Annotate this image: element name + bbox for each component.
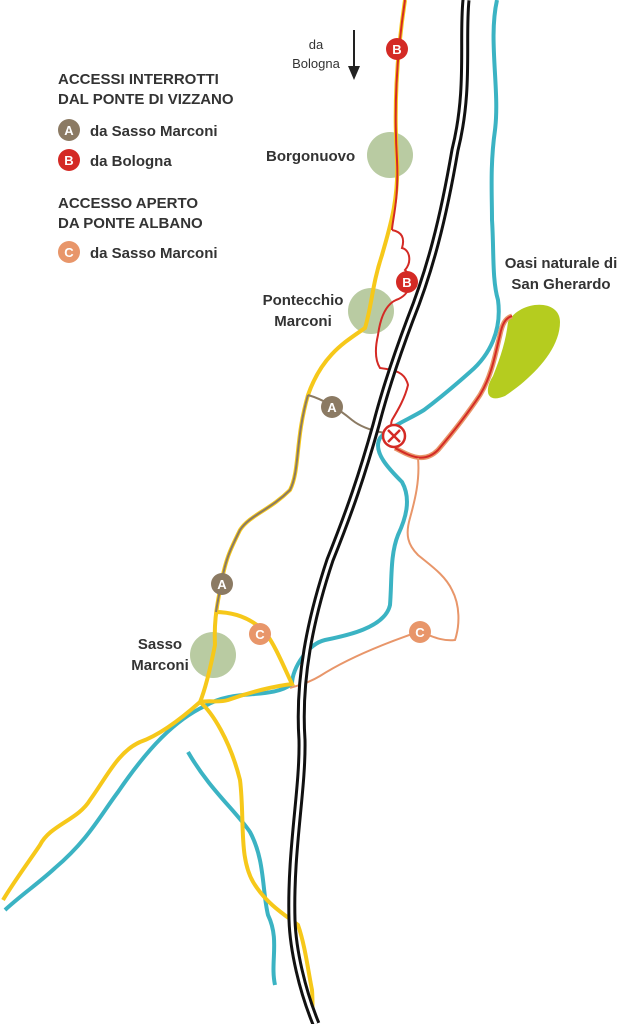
marker-b-pontecchio: B (396, 271, 418, 293)
legend-open-title-1: ACCESSO APERTO (58, 195, 198, 212)
place-sasso-1: Sasso (138, 636, 182, 653)
svg-text:B: B (64, 153, 73, 168)
marker-a-sasso: A (211, 573, 233, 595)
direction-label-2: Bologna (292, 56, 340, 71)
marker-a-pontecchio: A (321, 396, 343, 418)
svg-text:C: C (415, 625, 425, 640)
arrow-down-icon (348, 30, 360, 80)
svg-text:da Sasso Marconi: da Sasso Marconi (90, 245, 218, 262)
route-b-detour (374, 229, 412, 433)
legend-closed-title-2: DAL PONTE DI VIZZANO (58, 91, 234, 108)
town-area-borgonuovo (367, 132, 413, 178)
svg-text:C: C (64, 245, 74, 260)
direction-label-1: da (309, 37, 324, 52)
marker-c-east: C (409, 621, 431, 643)
place-oasi-1: Oasi naturale di (505, 255, 618, 272)
svg-text:A: A (64, 123, 74, 138)
legend: ACCESSI INTERROTTI DAL PONTE DI VIZZANO … (58, 71, 234, 263)
svg-text:A: A (217, 577, 227, 592)
legend-open-title-2: DA PONTE ALBANO (58, 215, 203, 232)
direction-indicator: da Bologna (292, 30, 360, 80)
oasi-park-area (487, 304, 560, 399)
legend-item-b: B da Bologna (58, 149, 172, 171)
road-sasso-south (198, 700, 315, 1024)
route-b-park-over (394, 315, 513, 459)
marker-b-top: B (386, 38, 408, 60)
svg-text:A: A (327, 400, 337, 415)
place-pontecchio-2: Marconi (274, 313, 332, 330)
place-sasso-2: Marconi (131, 657, 189, 674)
legend-item-a: A da Sasso Marconi (58, 119, 218, 141)
svg-text:da Sasso Marconi: da Sasso Marconi (90, 123, 218, 140)
svg-text:B: B (402, 275, 411, 290)
railway (287, 0, 471, 1024)
legend-item-c: C da Sasso Marconi (58, 241, 218, 263)
place-oasi-2: San Gherardo (511, 276, 610, 293)
place-borgonuovo: Borgonuovo (266, 148, 355, 165)
marker-c-sasso: C (249, 623, 271, 645)
svg-text:B: B (392, 42, 401, 57)
place-pontecchio-1: Pontecchio (263, 292, 344, 309)
river (3, 0, 501, 912)
river-branch (186, 750, 277, 986)
route-c-main (289, 457, 460, 689)
legend-closed-title-1: ACCESSI INTERROTTI (58, 71, 219, 88)
route-a-road (215, 394, 309, 613)
svg-text:da Bologna: da Bologna (90, 153, 172, 170)
closed-bridge-icon (381, 423, 407, 449)
svg-text:C: C (255, 627, 265, 642)
